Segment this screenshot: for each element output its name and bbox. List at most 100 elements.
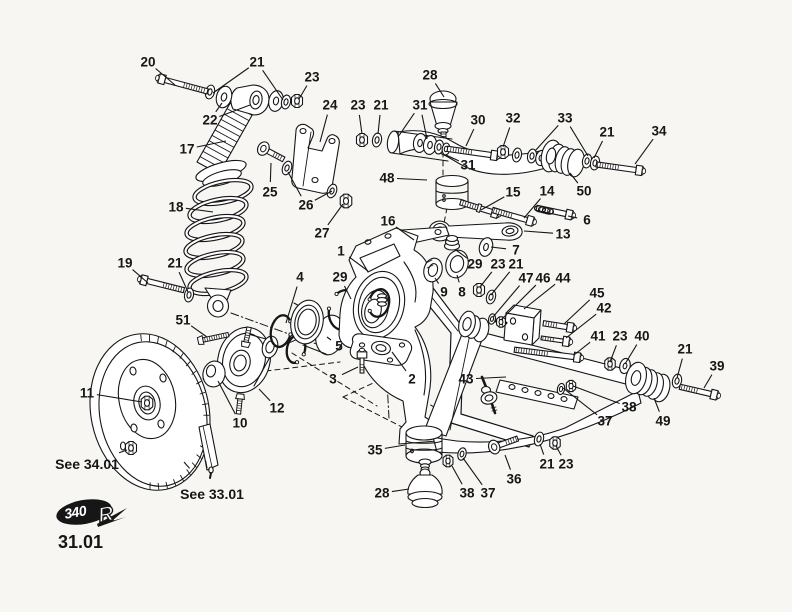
callout-48: 48: [379, 171, 428, 186]
callout-38: 38: [451, 465, 475, 501]
callout-17: 17: [179, 140, 227, 157]
brand-logo-340r: 340 R: [56, 499, 127, 528]
callout-38: 38: [572, 385, 637, 415]
callout-23: 23: [479, 257, 506, 288]
callout-text: 21: [599, 125, 615, 140]
callout-21: 21: [490, 257, 524, 296]
callout-text: 23: [350, 98, 366, 113]
callout-text: 25: [262, 185, 278, 200]
callout-text: 51: [175, 313, 191, 328]
callout-text: 1: [337, 244, 345, 259]
callout-text: 10: [232, 416, 247, 431]
callout-See 33.01: See 33.01: [180, 460, 244, 502]
callout-42: 42: [565, 301, 612, 339]
callout-text: 39: [709, 359, 724, 374]
callout-3: 3: [329, 366, 359, 387]
callout-text: 19: [117, 256, 132, 271]
callout-text: 30: [470, 113, 485, 128]
callout-See 34.01: See 34.01: [55, 449, 128, 472]
callout-21: 21: [212, 55, 284, 101]
callout-23: 23: [609, 329, 628, 363]
callout-text: 40: [634, 329, 649, 344]
callout-text: 37: [597, 414, 612, 429]
callout-text: 21: [373, 98, 389, 113]
callout-37: 37: [562, 387, 613, 429]
callout-text: 27: [314, 226, 329, 241]
diagram-artwork: [89, 73, 722, 509]
callout-text: 2: [408, 372, 416, 387]
callout-27: 27: [314, 203, 344, 241]
callout-text: 35: [367, 443, 383, 458]
callout-44: 44: [523, 271, 571, 310]
callout-text: 23: [304, 70, 320, 85]
callout-text: 28: [374, 486, 390, 501]
callout-23: 23: [555, 445, 574, 472]
callout-36: 36: [504, 454, 522, 487]
callout-33: 33: [534, 111, 589, 157]
callout-34: 34: [634, 124, 667, 165]
callout-2: 2: [391, 351, 416, 387]
callout-text: 7: [512, 243, 520, 258]
callout-23: 23: [298, 70, 320, 100]
callout-28: 28: [422, 68, 445, 98]
callout-43: 43: [458, 372, 507, 387]
callout-text: 33: [557, 111, 573, 126]
logo-text-r: R: [96, 502, 116, 527]
callout-15: 15: [480, 185, 521, 211]
callout-text: 45: [589, 286, 605, 301]
callout-text: 50: [576, 184, 591, 199]
callout-22: 22: [202, 102, 251, 128]
callout-text: 9: [440, 285, 448, 300]
callout-text: 38: [621, 400, 637, 415]
callout-text: 8: [458, 285, 466, 300]
callout-21: 21: [676, 342, 693, 379]
callout-20: 20: [140, 55, 176, 86]
callout-31: 31: [445, 154, 476, 173]
callout-41: 41: [573, 329, 606, 356]
logo-text-340: 340: [63, 502, 88, 522]
callout-47: 47: [492, 271, 534, 318]
callout-text: 44: [555, 271, 571, 286]
callout-9: 9: [434, 277, 448, 300]
callout-text: 26: [298, 198, 314, 213]
callout-text: 41: [590, 329, 606, 344]
callout-49: 49: [653, 397, 671, 429]
callout-24: 24: [319, 98, 338, 143]
callout-text: 15: [505, 185, 521, 200]
callout-11: 11: [80, 386, 143, 403]
callout-text: 21: [539, 457, 555, 472]
callout-text: 48: [379, 171, 395, 186]
callout-51: 51: [175, 313, 208, 338]
callout-text: 21: [167, 256, 183, 271]
callout-25: 25: [262, 162, 278, 200]
callout-text: 11: [80, 386, 95, 401]
callout-text: See 33.01: [180, 486, 244, 502]
callout-21: 21: [167, 256, 189, 293]
callout-text: 42: [596, 301, 611, 316]
callout-26: 26: [287, 171, 333, 213]
callout-text: 43: [458, 372, 474, 387]
callout-text: 47: [518, 271, 533, 286]
callout-text: 12: [269, 401, 284, 416]
callout-text: 28: [422, 68, 438, 83]
callout-text: 23: [490, 257, 506, 272]
callout-46: 46: [500, 271, 551, 321]
callout-text: 21: [508, 257, 524, 272]
callout-text: 17: [179, 142, 194, 157]
callout-text: 23: [558, 457, 574, 472]
callout-text: 29: [467, 257, 482, 272]
callout-text: 23: [612, 329, 628, 344]
logo-badge-shape: [56, 499, 112, 525]
callout-text: 38: [459, 486, 475, 501]
callout-text: 46: [535, 271, 551, 286]
callout-45: 45: [563, 286, 605, 325]
callout-text: 31: [460, 158, 476, 173]
callout-8: 8: [456, 274, 466, 300]
callout-text: 36: [506, 472, 522, 487]
callout-35: 35: [367, 443, 406, 458]
callout-32: 32: [502, 111, 521, 148]
callout-text: 22: [202, 113, 217, 128]
callout-4: 4: [285, 270, 304, 324]
